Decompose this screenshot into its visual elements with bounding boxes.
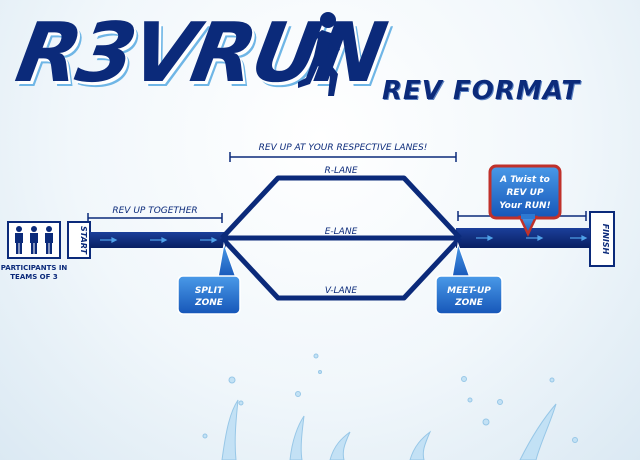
rev-up-lanes-label: REV UP AT YOUR RESPECTIVE LANES! <box>259 143 428 153</box>
water-splash-icon <box>202 353 578 460</box>
twist-line2: REV UP <box>506 188 543 198</box>
v-lane-label: V-LANE <box>325 286 358 296</box>
e-lane-label: E-LANE <box>325 227 358 237</box>
split-zone-line2: ZONE <box>194 298 224 308</box>
twist-callout <box>488 164 562 237</box>
start-label: START <box>79 226 88 255</box>
r-lane-label: R-LANE <box>324 166 357 176</box>
r-lane-path <box>220 175 462 240</box>
meetup-zone-line1: MEET-UP <box>447 286 491 296</box>
finish-label: FINISH <box>601 224 610 255</box>
rev-up-together-label: REV UP TOGETHER <box>112 206 197 216</box>
format-title: REV FORMAT <box>382 76 581 106</box>
participants-team-icon <box>7 221 61 259</box>
finish-box <box>589 211 615 267</box>
track-finish-segment <box>456 228 590 248</box>
split-zone-line1: SPLIT <box>195 286 224 296</box>
v-lane-path <box>220 236 462 301</box>
lanes <box>220 175 462 301</box>
participants-label-line1: PARTICIPANTS IN <box>1 264 68 272</box>
twist-line3: Your RUN! <box>499 201 550 211</box>
meetup-zone-line2: ZONE <box>454 298 484 308</box>
track-arrows <box>100 235 588 243</box>
split-zone-callout <box>177 242 241 315</box>
together-bracket <box>87 213 223 223</box>
twist-line1: A Twist to <box>499 175 550 185</box>
lanes-bracket <box>229 152 457 162</box>
participants-label-line2: TEAMS OF 3 <box>10 273 58 281</box>
meetup-zone-callout <box>435 242 503 315</box>
runner-silhouette-icon <box>298 12 340 96</box>
